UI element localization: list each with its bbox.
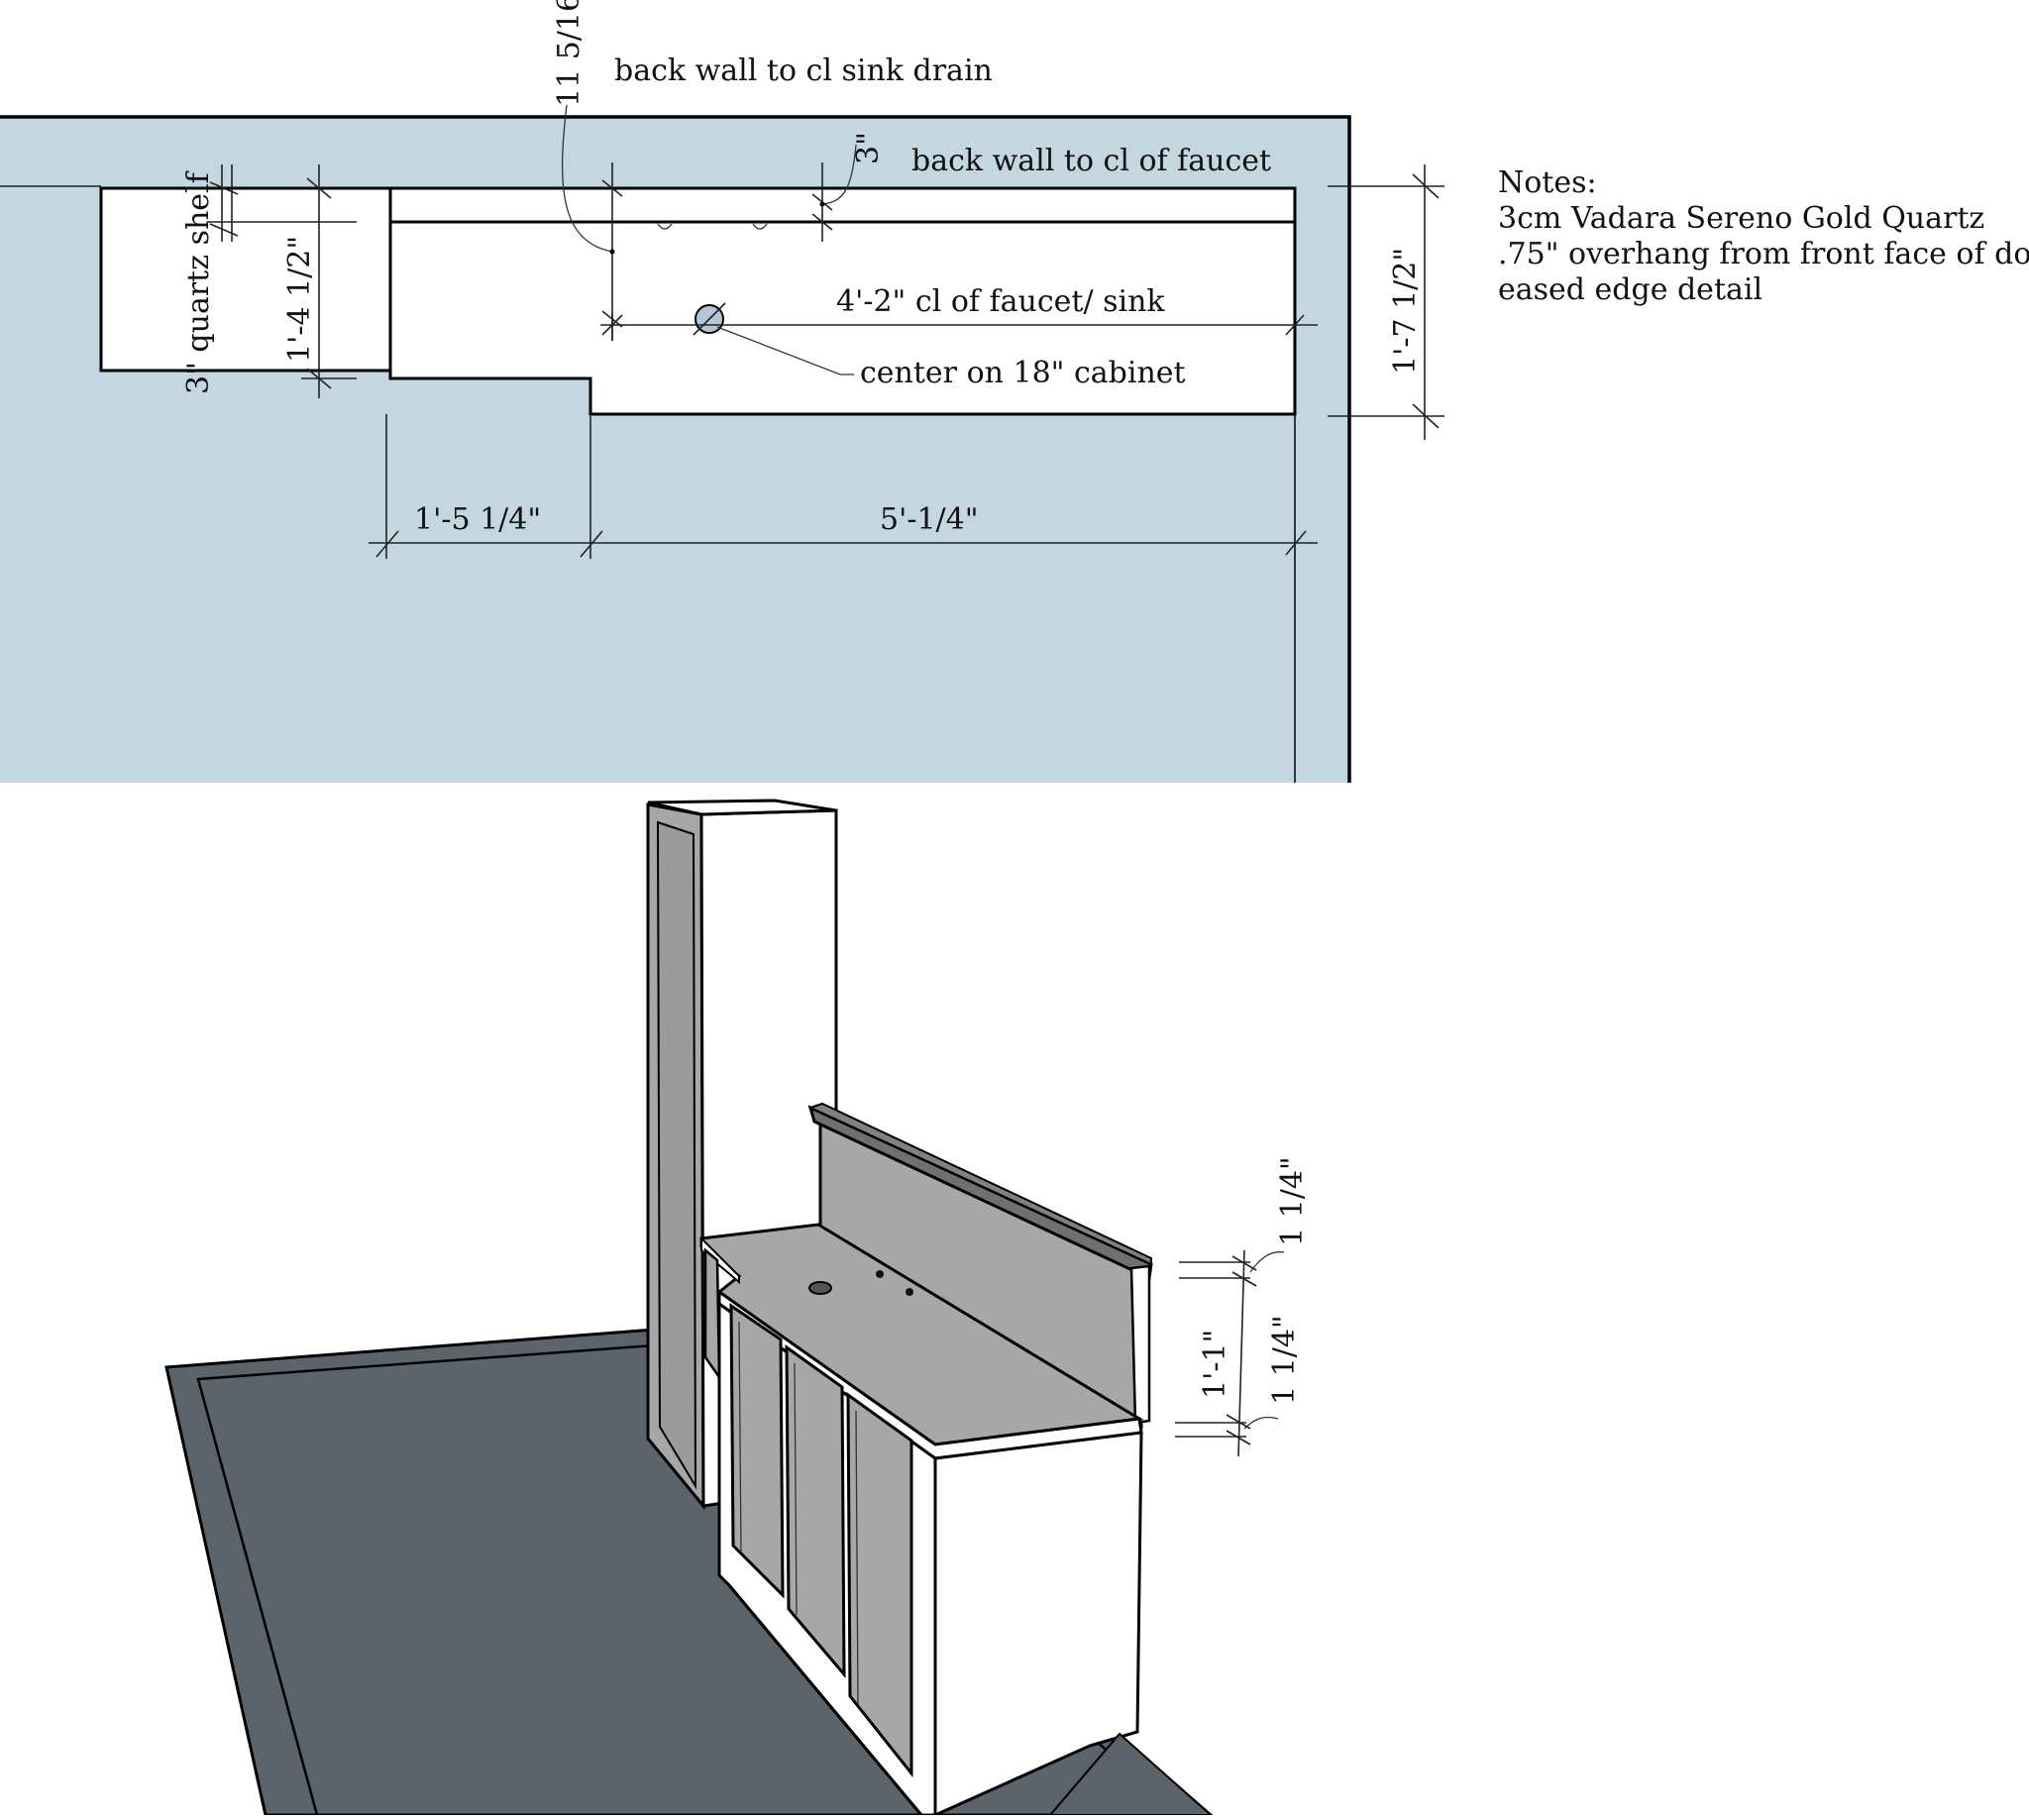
elev-faucet-hole-1 — [876, 1270, 884, 1278]
label-5-quarter: 5'-1/4" — [880, 502, 979, 537]
base-cabinet-end — [933, 1431, 1143, 1818]
dim-tick — [1285, 314, 1305, 336]
leader-dot — [819, 201, 825, 207]
door-inner-line — [855, 1410, 859, 1705]
dim-tick — [811, 213, 833, 231]
cabinet-door-2 — [785, 1344, 846, 1679]
faucet-hole-2 — [752, 223, 768, 230]
label-quartz-shelf: 3" quartz shelf — [181, 170, 216, 394]
label-1-5-quarter: 1'-5 1/4" — [414, 502, 541, 537]
tall-cabinet-door — [656, 820, 697, 1490]
base-cabinet-left-side — [703, 1247, 721, 1382]
main-countertop — [388, 186, 1297, 416]
door-inner-line — [794, 1362, 798, 1616]
leader-dot — [609, 249, 615, 255]
dim-tick — [1231, 1271, 1257, 1287]
elev-sink-drain — [808, 1281, 832, 1295]
dim-tick — [209, 181, 239, 195]
dim-tick — [601, 179, 623, 197]
cabinet-door-1 — [729, 1303, 785, 1599]
leader-bottom — [1243, 1416, 1279, 1430]
dim-tick — [580, 530, 603, 558]
notes-title: Notes: — [1498, 165, 1597, 200]
dim-tick — [693, 302, 726, 336]
elev-label-1-1: 1'-1" — [1198, 1330, 1232, 1399]
dim-tick — [1412, 403, 1440, 429]
notes-block: Notes: 3cm Vadara Sereno Gold Quartz .75… — [1498, 165, 2029, 307]
dim-tick — [1285, 530, 1307, 556]
label-11-5-16: 11 5/16" — [552, 0, 587, 107]
label-back-wall-sink-drain: back wall to cl sink drain — [614, 54, 993, 88]
leader-top — [1249, 1251, 1285, 1273]
label-3-inch: 3" — [851, 132, 886, 164]
label-back-wall-faucet: back wall to cl of faucet — [911, 144, 1271, 178]
notes-line-2: .75" overhang from front face of doors — [1498, 237, 2029, 271]
label-faucet-sink: 4'-2" cl of faucet/ sink — [836, 284, 1165, 319]
label-center-cabinet: center on 18" cabinet — [860, 356, 1186, 390]
plan-view: 11 5/16" back wall to cl sink drain 3" b… — [0, 0, 1444, 783]
shelf-step-edge — [700, 1235, 740, 1285]
dim-tick — [306, 177, 332, 199]
elev-label-bottom-quarter: 1 1/4" — [1267, 1315, 1302, 1405]
door-inner-line — [738, 1321, 742, 1552]
quartz-shelf — [99, 186, 392, 373]
backsplash-ledge-end — [1129, 1264, 1151, 1425]
notes-line-1: 3cm Vadara Sereno Gold Quartz — [1498, 201, 1984, 236]
leader-faucet — [821, 144, 857, 205]
elev-label-top-quarter: 1 1/4" — [1275, 1156, 1310, 1246]
dim-tick — [1226, 1430, 1251, 1445]
dim-tick — [1412, 173, 1440, 199]
backsplash-ledge-top — [807, 1102, 1152, 1266]
cabinet-door-3 — [846, 1392, 913, 1778]
notes-line-3: eased edge detail — [1498, 272, 1762, 307]
toe-kick — [727, 1584, 923, 1816]
dim-tick — [1231, 1255, 1257, 1271]
label-1-7-half: 1'-7 1/2" — [1388, 248, 1423, 375]
elev-faucet-hole-2 — [906, 1288, 913, 1296]
plan-wall-outline — [0, 115, 1351, 783]
dim-tick — [209, 223, 239, 237]
faucet-hole-1 — [657, 223, 673, 230]
elevation-view: 1 1/4" 1'-1" 1 1/4" — [164, 799, 1310, 1818]
leader-sink-drain — [562, 104, 613, 253]
label-1-4-half: 1'-4 1/2" — [282, 236, 317, 363]
dim-tick — [375, 530, 399, 558]
leader-center-cabinet — [716, 326, 854, 375]
tall-cabinet-top — [647, 799, 837, 816]
